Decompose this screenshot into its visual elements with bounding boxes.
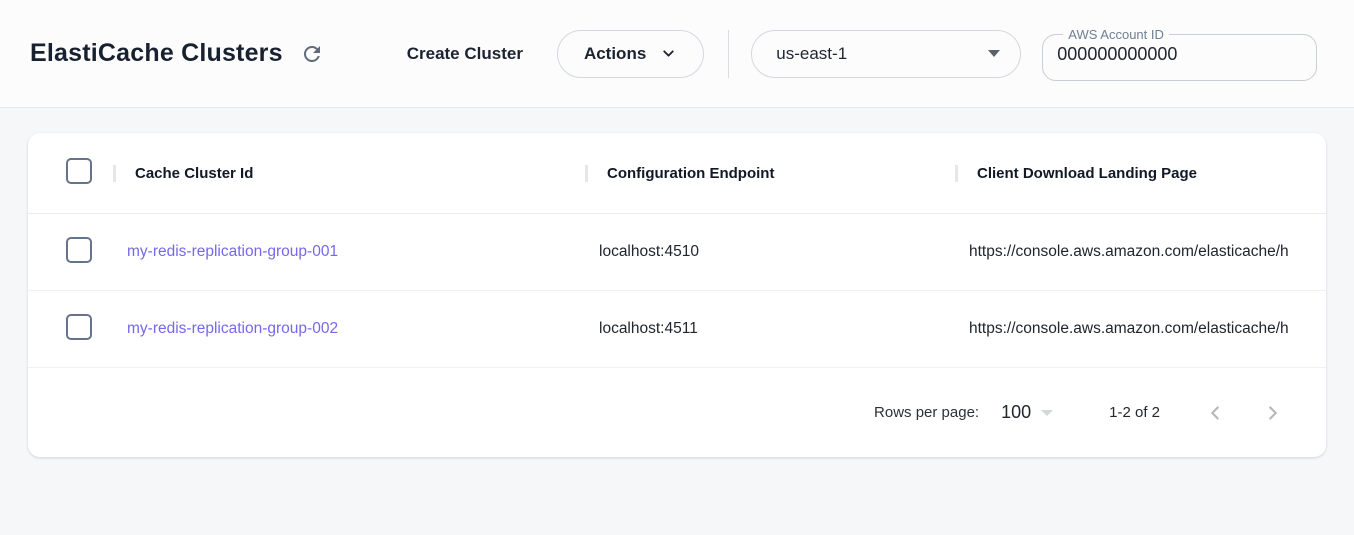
aws-account-id-field: AWS Account ID [1042,26,1318,81]
column-header-configuration-endpoint[interactable]: Configuration Endpoint [585,164,955,182]
refresh-button[interactable] [297,39,327,69]
actions-button[interactable]: Actions [556,29,705,78]
header-divider [728,29,730,78]
row-checkbox[interactable] [66,236,92,263]
column-separator [585,164,588,182]
actions-button-label: Actions [583,43,647,63]
cache-cluster-id-cell: my-redis-replication-group-002 [113,320,585,338]
row-checkbox-cell [28,313,113,345]
page-title: ElastiCache Clusters [30,39,283,67]
client-download-landing-page-cell: https://console.aws.amazon.com/elasticac… [969,320,1289,337]
pagination-range-label: 1-2 of 2 [1109,404,1160,421]
table-header-row: Cache Cluster Id Configuration Endpoint … [28,133,1326,214]
select-caret-icon [1041,409,1054,416]
rows-per-page-label: Rows per page: [874,404,980,421]
main-content: Cache Cluster Id Configuration Endpoint … [0,108,1354,457]
aws-account-id-input[interactable] [1057,43,1303,65]
app-header: ElastiCache Clusters Create Cluster Acti… [0,0,1354,108]
configuration-endpoint-cell: localhost:4510 [599,243,699,260]
column-separator [113,164,116,182]
rows-per-page-select[interactable]: 100 [1001,402,1054,423]
chevron-right-icon [1262,402,1284,424]
cache-cluster-id-cell: my-redis-replication-group-001 [113,243,585,261]
configuration-endpoint-cell: localhost:4511 [599,320,698,337]
cluster-link[interactable]: my-redis-replication-group-001 [127,243,339,260]
refresh-icon [300,42,324,66]
row-checkbox[interactable] [66,313,92,340]
table-row: my-redis-replication-group-002 localhost… [28,291,1326,368]
cluster-link[interactable]: my-redis-replication-group-002 [127,320,339,337]
select-caret-icon [988,50,1001,57]
create-cluster-button[interactable]: Create Cluster [406,43,523,63]
select-all-cell [28,157,113,189]
region-select-value: us-east-1 [776,43,848,63]
chevron-down-icon [660,45,677,62]
rows-per-page-value: 100 [1001,402,1032,422]
aws-account-id-label: AWS Account ID [1068,26,1164,42]
column-header-cache-cluster-id[interactable]: Cache Cluster Id [113,164,585,182]
region-select[interactable]: us-east-1 [751,29,1022,78]
client-download-landing-page-cell: https://console.aws.amazon.com/elasticac… [969,243,1289,260]
column-header-client-download-landing-page[interactable]: Client Download Landing Page [955,164,1326,182]
table-pagination: Rows per page: 100 1-2 of 2 [28,368,1326,457]
select-all-checkbox[interactable] [66,157,92,184]
table-row: my-redis-replication-group-001 localhost… [28,214,1326,291]
row-checkbox-cell [28,236,113,268]
column-separator [955,164,958,182]
next-page-button[interactable] [1256,396,1290,430]
chevron-left-icon [1204,402,1226,424]
previous-page-button[interactable] [1198,396,1232,430]
clusters-table-card: Cache Cluster Id Configuration Endpoint … [28,133,1326,457]
